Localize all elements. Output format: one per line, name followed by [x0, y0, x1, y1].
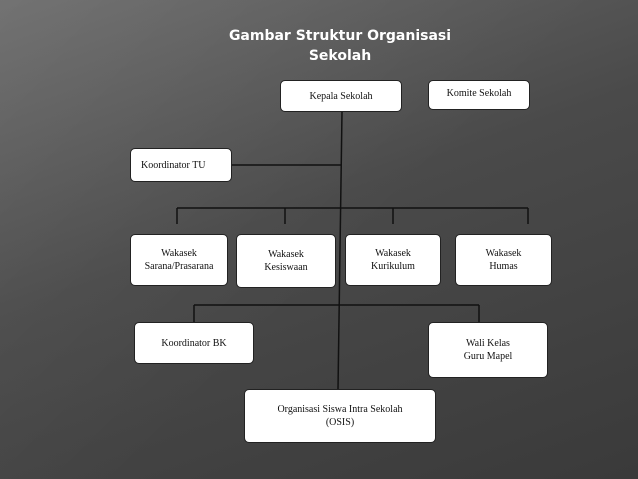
diagram-title: Gambar Struktur Organisasi Sekolah [228, 28, 452, 64]
trunk-line [337, 111, 343, 390]
node-koordinator-bk: Koordinator BK [134, 322, 254, 364]
node-wakasek-humas: Wakasek Humas [455, 234, 552, 286]
node-koordinator-tu: Koordinator TU [130, 148, 232, 182]
node-wakasek-sarpras: Wakasek Sarana/Prasarana [130, 234, 228, 286]
node-wakasek-kurikulum: Wakasek Kurikulum [345, 234, 441, 286]
node-komite-sekolah: Komite Sekolah [428, 80, 530, 110]
node-osis: Organisasi Siswa Intra Sekolah (OSIS) [244, 389, 436, 443]
node-wakasek-kesiswaan: Wakasek Kesiswaan [236, 234, 336, 288]
node-wali-kelas: Wali Kelas Guru Mapel [428, 322, 548, 378]
node-kepala-sekolah: Kepala Sekolah [280, 80, 402, 112]
